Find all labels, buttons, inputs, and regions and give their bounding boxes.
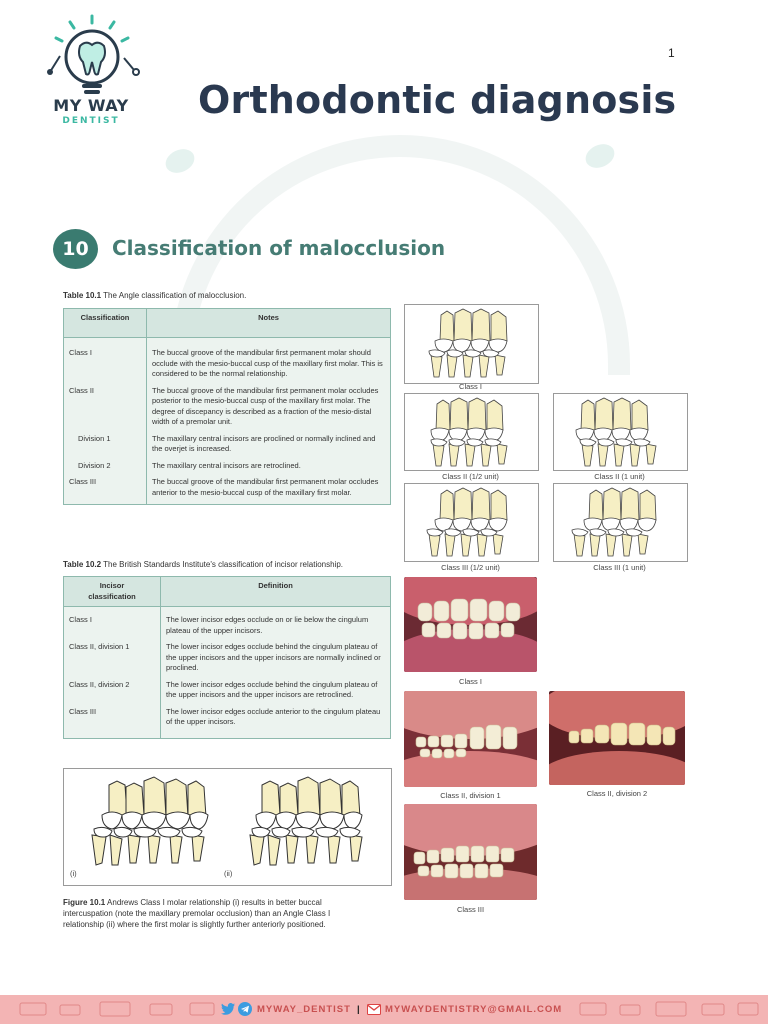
- molar-relationship-diagram-ii: [249, 776, 363, 866]
- molar-relationship-diagram-i: [91, 776, 209, 866]
- figure-10-1-caption: Figure 10.1 Andrews Class I molar relati…: [63, 897, 363, 930]
- class2-full-diagram: [553, 393, 688, 471]
- figure-label-ii: (ii): [224, 869, 233, 878]
- class2-half-diagram: [404, 393, 539, 471]
- table-cell: Division 1: [63, 430, 147, 458]
- watermark-dot: [581, 139, 619, 173]
- table-cell: Class II, division 2: [63, 676, 161, 704]
- molar-diagram-class3-full: [571, 487, 657, 557]
- class1-diagram-label: Class I: [459, 382, 482, 391]
- table-header-row: Incisor classification Definition: [63, 576, 391, 607]
- telegram-icon[interactable]: [238, 1002, 252, 1016]
- molar-diagram-class2-full: [575, 397, 657, 467]
- table-cell: The maxillary central incisors are retro…: [152, 460, 301, 470]
- page-number: 1: [668, 46, 675, 60]
- table-cell: The lower incisor edges occlude anterior…: [166, 706, 381, 727]
- table-cell: The buccal groove of the mandibular firs…: [152, 477, 379, 497]
- table-row: Class II, division 2 The lower incisor e…: [63, 676, 391, 704]
- table-cell: Class I: [63, 337, 147, 383]
- class1-photo: [404, 577, 537, 672]
- tooth-bulb-logo-icon: [47, 14, 140, 94]
- class2-div2-photo: [549, 691, 685, 785]
- class3-half-diagram: [404, 483, 539, 562]
- watermark-dot: [161, 144, 199, 178]
- table2-caption: Table 10.2 The British Standards Institu…: [63, 559, 398, 570]
- table-row: Class I The lower incisor edges occlude …: [63, 606, 391, 639]
- figure-caption-label: Figure 10.1: [63, 898, 106, 907]
- molar-diagram-class2-half: [430, 397, 508, 467]
- class3-photo-label: Class III: [456, 905, 485, 914]
- table-cell: The maxillary central incisors are procl…: [152, 433, 376, 454]
- class2-div1-photo-label: Class II, division 1: [440, 791, 501, 800]
- table-row: Class III The buccal groove of the mandi…: [63, 474, 391, 505]
- table1-caption-label: Table 10.1: [63, 291, 102, 300]
- table-header: Notes: [146, 308, 391, 338]
- figure-label-i: (i): [70, 869, 77, 878]
- figure-10-1-frame: (i) (ii): [63, 768, 392, 886]
- table-cell: Class I: [63, 606, 161, 639]
- footer-email[interactable]: MYWAYDENTISTRY@GMAIL.COM: [385, 1004, 563, 1015]
- table-header: Classification: [63, 308, 147, 338]
- twitter-icon[interactable]: [221, 1003, 235, 1015]
- table-cell: Class II, division 1: [63, 639, 161, 677]
- table-header: Definition: [160, 576, 391, 607]
- table-cell: Class II: [63, 382, 147, 431]
- footer-handle[interactable]: MYWAY_DENTIST: [257, 1004, 351, 1015]
- logo-line1: MY WAY: [53, 96, 129, 115]
- email-icon[interactable]: [367, 1004, 381, 1015]
- table-cell: The buccal groove of the mandibular firs…: [152, 385, 379, 427]
- table-row: Class I The buccal groove of the mandibu…: [63, 337, 391, 383]
- table-cell: The lower incisor edges occlude behind t…: [166, 642, 381, 672]
- table-cell: Division 2: [63, 457, 147, 474]
- table-row: Class II, division 1 The lower incisor e…: [63, 639, 391, 677]
- class3-photo: [404, 804, 537, 900]
- class1-photo-label: Class I: [459, 677, 482, 686]
- molar-diagram-class3-half: [426, 487, 508, 557]
- class3-full-diagram-label: Class III (1 unit): [593, 563, 646, 572]
- footer-decoration: [19, 1001, 759, 1017]
- chapter-title: Classification of malocclusion: [112, 236, 446, 260]
- table-row: Division 2 The maxillary central incisor…: [63, 457, 391, 474]
- class3-half-diagram-label: Class III (1/2 unit): [441, 563, 500, 572]
- figure-caption-text: Andrews Class I molar relationship (i) r…: [63, 898, 331, 929]
- table-cell: Class III: [63, 703, 161, 738]
- page-title: Orthodontic diagnosis: [198, 78, 677, 122]
- table2-caption-text: The British Standards Institute's classi…: [103, 560, 344, 569]
- table-header-row: Classification Notes: [63, 308, 391, 338]
- angle-classification-table: Classification Notes Class I The buccal …: [63, 308, 391, 505]
- table2-caption-label: Table 10.2: [63, 560, 102, 569]
- incisor-classification-table: Incisor classification Definition Class …: [63, 576, 391, 739]
- table-cell: The lower incisor edges occlude on or li…: [166, 615, 369, 635]
- table-row: Division 1 The maxillary central incisor…: [63, 430, 391, 458]
- table1-caption: Table 10.1 The Angle classification of m…: [63, 290, 393, 301]
- class2-div2-photo-label: Class II, division 2: [586, 789, 648, 798]
- table-cell: The lower incisor edges occlude behind t…: [166, 679, 378, 700]
- class2-half-diagram-label: Class II (1/2 unit): [442, 472, 499, 481]
- table-header: Incisor classification: [63, 576, 161, 607]
- table1-caption-text: The Angle classification of malocclusion…: [103, 291, 247, 300]
- class1-diagram: [404, 304, 539, 384]
- table-cell: Class III: [63, 474, 147, 505]
- molar-diagram-class1: [428, 308, 508, 378]
- chapter-number: 10: [53, 229, 98, 269]
- class2-full-diagram-label: Class II (1 unit): [594, 472, 645, 481]
- class2-div1-photo: [404, 691, 537, 787]
- logo-line2: DENTIST: [62, 116, 120, 126]
- table-row: Class II The buccal groove of the mandib…: [63, 382, 391, 431]
- class3-full-diagram: [553, 483, 688, 562]
- table-cell: The buccal groove of the mandibular firs…: [152, 348, 383, 378]
- table-row: Class III The lower incisor edges occlud…: [63, 703, 391, 738]
- footer-separator: |: [357, 1004, 361, 1015]
